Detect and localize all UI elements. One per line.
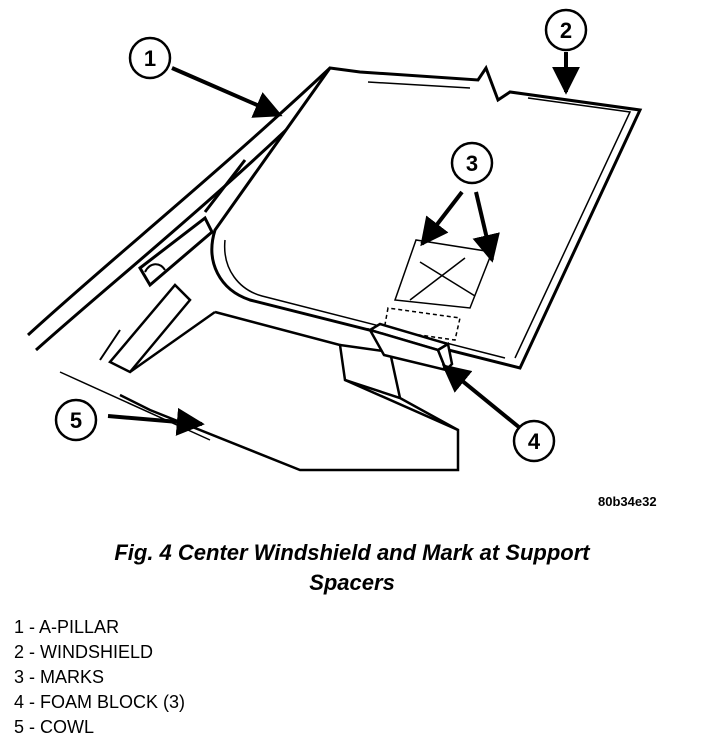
arrow-1 [171, 66, 283, 118]
arrow-3a [420, 190, 464, 247]
arrow-3b [472, 191, 500, 263]
legend-separator: - [24, 642, 41, 662]
legend-item: 1 - A-PILLAR [14, 615, 185, 640]
callout-2-number: 2 [560, 18, 572, 43]
legend-item: 4 - FOAM BLOCK (3) [14, 690, 185, 715]
legend-label: A-PILLAR [39, 617, 120, 637]
callout-1: 1 [128, 36, 172, 80]
figure-code: 80b34e32 [598, 494, 657, 509]
legend-separator: - [24, 692, 41, 712]
callout-2: 2 [544, 8, 588, 52]
legend-separator: - [24, 667, 41, 687]
legend-number: 1 [14, 617, 25, 637]
legend-label: COWL [40, 717, 95, 737]
caption-line-2: Spacers [309, 570, 395, 595]
arrow-4 [441, 364, 522, 430]
legend-item: 3 - MARKS [14, 665, 185, 690]
callout-5-number: 5 [70, 408, 82, 433]
caption-line-1: Fig. 4 Center Windshield and Mark at Sup… [114, 540, 590, 565]
windshield-diagram: 1 2 3 4 5 [26, 8, 643, 472]
foam-block [366, 322, 454, 373]
legend-number: 5 [14, 717, 25, 737]
callout-5: 5 [54, 398, 98, 442]
legend-label: FOAM BLOCK (3) [40, 692, 186, 712]
leader-arrows [107, 52, 580, 436]
legend-number: 2 [14, 642, 25, 662]
arrow-5 [107, 407, 205, 436]
callout-3-number: 3 [466, 151, 478, 176]
callout-4: 4 [512, 419, 556, 463]
legend-number: 4 [14, 692, 25, 712]
callout-1-number: 1 [144, 46, 156, 71]
legend-item: 5 - COWL [14, 715, 185, 740]
support-marks [383, 239, 494, 341]
legend-separator: - [24, 617, 40, 637]
legend-number: 3 [14, 667, 25, 687]
legend-label: WINDSHIELD [40, 642, 154, 662]
callout-3: 3 [450, 141, 494, 185]
callout-4-number: 4 [528, 429, 541, 454]
legend-item: 2 - WINDSHIELD [14, 640, 185, 665]
figure-caption: Fig. 4 Center Windshield and Mark at Sup… [0, 538, 704, 598]
legend-separator: - [24, 717, 41, 737]
legend-label: MARKS [40, 667, 105, 687]
parts-legend: 1 - A-PILLAR 2 - WINDSHIELD 3 - MARKS 4 … [14, 615, 185, 740]
